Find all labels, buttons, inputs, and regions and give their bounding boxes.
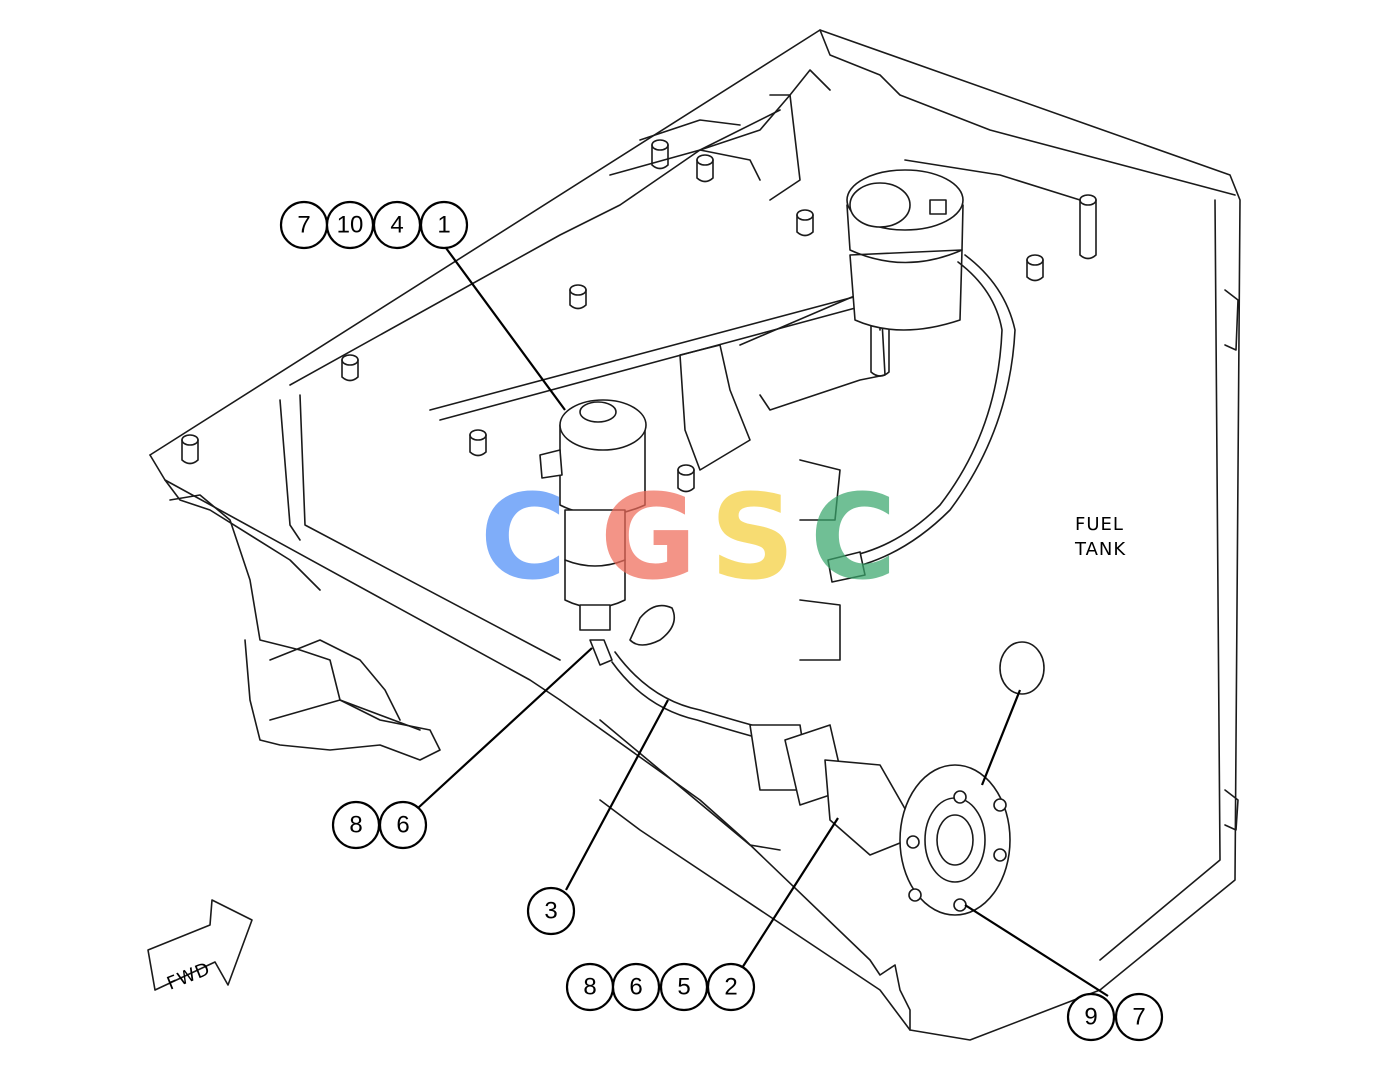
svg-text:10: 10 xyxy=(337,212,364,239)
svg-text:6: 6 xyxy=(629,974,642,1001)
svg-text:9: 9 xyxy=(1084,1004,1097,1031)
svg-text:8: 8 xyxy=(349,812,362,839)
svg-text:6: 6 xyxy=(396,812,409,839)
leader-lines xyxy=(417,247,1109,997)
watermark-letter-4: C xyxy=(810,468,897,606)
svg-text:3: 3 xyxy=(544,898,557,925)
callout-bubble: 8 xyxy=(331,800,381,850)
svg-text:4: 4 xyxy=(390,212,403,239)
fuel-label: FUEL xyxy=(1075,514,1124,535)
watermark-letter-1: C xyxy=(480,468,567,606)
callout-bubble: 2 xyxy=(706,962,756,1012)
tank-label: TANK xyxy=(1074,539,1126,560)
callout-bubble: 5 xyxy=(659,962,709,1012)
tank-filler-neck xyxy=(846,169,964,331)
callout-bubble: 7 xyxy=(279,200,329,250)
watermark: C G S C xyxy=(480,468,897,606)
callout-bubble: 4 xyxy=(372,200,422,250)
svg-text:2: 2 xyxy=(724,974,737,1001)
svg-text:1: 1 xyxy=(437,212,450,239)
callout-group-fitting: 8 6 xyxy=(331,800,428,850)
callout-bubble: 1 xyxy=(419,200,469,250)
sender-assembly xyxy=(749,641,1045,916)
callout-bubble: 7 xyxy=(1114,992,1164,1042)
callout-bubble: 8 xyxy=(565,962,615,1012)
watermark-letter-2: G xyxy=(600,468,697,606)
callout-bubble: 9 xyxy=(1066,992,1116,1042)
callout-bubble: 6 xyxy=(378,800,428,850)
callout-bubble: 6 xyxy=(611,962,661,1012)
frame-studs xyxy=(181,139,1097,493)
callout-group-filter: 7 10 4 1 xyxy=(279,200,469,250)
watermark-letter-3: S xyxy=(710,468,795,606)
svg-text:8: 8 xyxy=(583,974,596,1001)
callout-bubble: 10 xyxy=(325,200,375,250)
callout-group-sender: 8 6 5 2 xyxy=(565,962,756,1012)
svg-text:7: 7 xyxy=(297,212,310,239)
fuel-filter xyxy=(539,399,647,666)
svg-text:5: 5 xyxy=(677,974,690,1001)
callout-bubble: 3 xyxy=(526,886,576,936)
frame-outline xyxy=(149,29,1241,1041)
svg-text:7: 7 xyxy=(1132,1004,1145,1031)
callout-group-hose: 3 xyxy=(526,886,576,936)
callout-group-bolts: 9 7 xyxy=(1066,992,1164,1042)
forward-arrow: FWD xyxy=(147,899,253,995)
